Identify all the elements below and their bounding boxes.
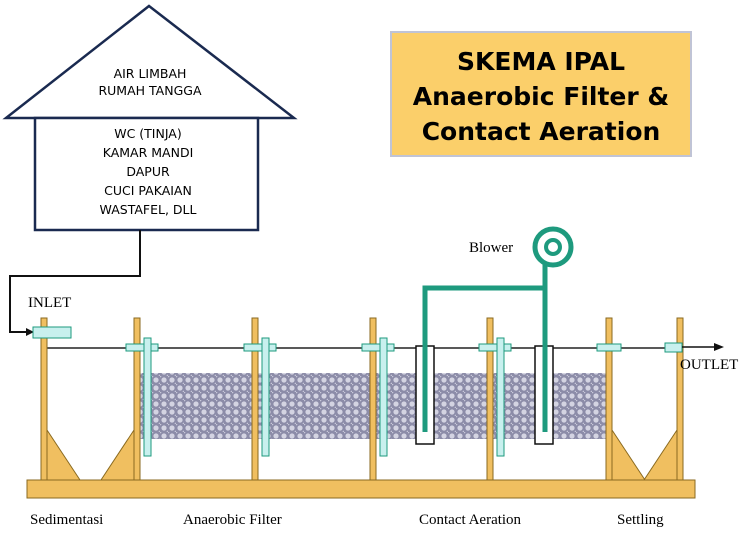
zone-label-settling: Settling xyxy=(617,512,664,528)
post-4 xyxy=(369,317,377,481)
inlet-arrow-icon xyxy=(26,328,34,336)
outlet-arrow-icon xyxy=(714,343,724,351)
waste-pipe xyxy=(9,230,141,336)
outlet-pipe xyxy=(664,342,683,353)
tank-posts xyxy=(40,317,684,481)
hopper-wedges xyxy=(46,428,678,481)
title-line-1: SKEMA IPAL xyxy=(457,47,625,76)
blower-icon xyxy=(532,226,574,268)
house: AIR LIMBAH RUMAH TANGGA WC (TINJA) KAMAR… xyxy=(2,4,298,232)
title-line-2: Anaerobic Filter & xyxy=(413,82,669,111)
house-roof xyxy=(2,4,298,120)
zone-label-anaerobic-filter: Anaerobic Filter xyxy=(183,512,282,528)
transfer-pipes xyxy=(125,337,622,457)
post-3 xyxy=(251,317,259,481)
outlet-label: OUTLET xyxy=(680,357,738,373)
post-1 xyxy=(40,317,48,481)
blower-label: Blower xyxy=(469,240,513,256)
zone-label-sedimentasi: Sedimentasi xyxy=(30,512,103,528)
zone-label-contact-aeration: Contact Aeration xyxy=(419,512,522,528)
post-7 xyxy=(676,317,684,481)
inlet-label: INLET xyxy=(28,295,71,311)
air-pipes xyxy=(422,262,548,432)
post-2 xyxy=(133,317,141,481)
roof-line-2: RUMAH TANGGA xyxy=(98,83,201,98)
post-5 xyxy=(486,317,494,481)
body-line-5: WASTAFEL, DLL xyxy=(100,202,197,217)
roof-line-1: AIR LIMBAH xyxy=(114,66,187,81)
body-line-4: CUCI PAKAIAN xyxy=(104,183,192,198)
inlet-pipe xyxy=(32,326,72,339)
body-line-3: DAPUR xyxy=(126,164,170,179)
base-board xyxy=(26,479,696,499)
title-line-3: Contact Aeration xyxy=(422,117,661,146)
title-box: SKEMA IPAL Anaerobic Filter & Contact Ae… xyxy=(390,31,692,157)
post-6 xyxy=(605,317,613,481)
body-line-1: WC (TINJA) xyxy=(114,126,182,141)
house-body xyxy=(33,116,260,232)
body-line-2: KAMAR MANDI xyxy=(103,145,194,160)
